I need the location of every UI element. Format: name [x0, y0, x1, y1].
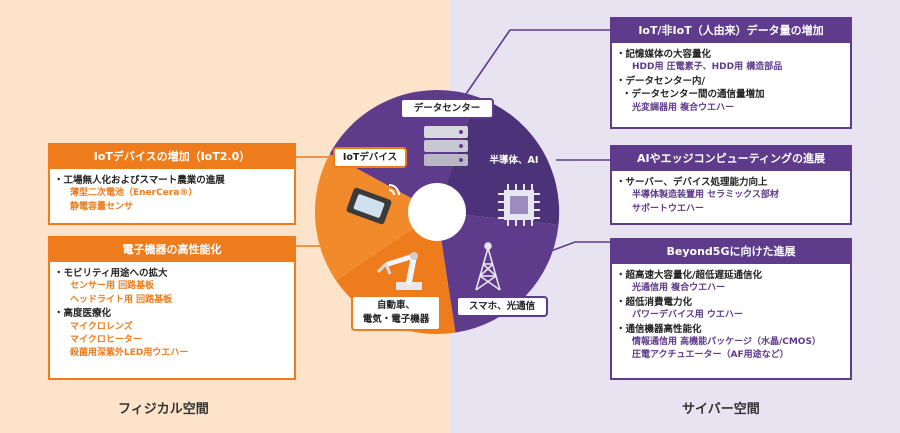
- panel-iot-data: IoT/非IoT（人由来）データ量の増加 記憶媒体の大容量化 HDD用 圧電素子…: [610, 17, 852, 129]
- panel-electronics-item: 高度医療化: [64, 307, 286, 320]
- panel-ai-edge-sub: 半導体製造装置用 セラミックス部材: [632, 190, 779, 201]
- panel-electronics-item: モビリティ用途への拡大: [64, 267, 286, 280]
- panel-ai-edge-sub: サポートウエハー: [632, 203, 705, 214]
- server-icon: [424, 126, 468, 166]
- panel-iot-growth-title: IoTデバイスの増加（IoT2.0）: [50, 145, 294, 169]
- panel-beyond5g-title: Beyond5Gに向けた進展: [612, 240, 850, 264]
- panel-iot-growth: IoTデバイスの増加（IoT2.0） 工場無人化およびスマート農業の進展 薄型二…: [48, 143, 296, 225]
- panel-beyond5g: Beyond5Gに向けた進展 超高速大容量化/超低遅延通信化 光通信用 複合ウエ…: [610, 238, 852, 380]
- panel-iot-data-title: IoT/非IoT（人由来）データ量の増加: [612, 19, 850, 43]
- panel-electronics-sub: マイクロレンズ: [70, 321, 133, 332]
- tag-smartphone: スマホ、光通信: [456, 296, 548, 317]
- robot-arm-icon: [376, 252, 422, 290]
- panel-iot-data-sub: HDD用 圧電素子、HDD用 構造部品: [632, 62, 783, 73]
- panel-electronics-sub: ヘッドライト用 回路基板: [70, 294, 173, 305]
- tag-iot-devices: IoTデバイス: [333, 147, 407, 168]
- panel-iot-data-item: 記憶媒体の大容量化: [626, 48, 842, 61]
- panel-beyond5g-item: 通信機器高性能化: [626, 323, 842, 336]
- connector-datacenter: [454, 29, 610, 111]
- panel-electronics: 電子機器の高性能化 モビリティ用途への拡大 センサー用 回路基板 ヘッドライト用…: [48, 236, 296, 380]
- panel-electronics-title: 電子機器の高性能化: [50, 238, 294, 262]
- panel-iot-data-item: データセンター内/: [626, 75, 842, 88]
- physical-space-label: フィジカル空間: [118, 402, 209, 417]
- hub-center: [408, 183, 466, 241]
- panel-iot-data-sub: 光変調器用 複合ウエハー: [632, 102, 735, 113]
- panel-electronics-sub: センサー用 回路基板: [70, 281, 155, 292]
- tag-automotive: 自動車、 電気・電子機器: [351, 295, 441, 331]
- panel-ai-edge-title: AIやエッジコンピューティングの進展: [612, 147, 850, 171]
- panel-iot-growth-sub: 薄型二次電池（EnerCera®）: [70, 188, 198, 199]
- panel-beyond5g-sub: 圧電アクチュエーター（AF用途など）: [632, 350, 789, 361]
- panel-iot-growth-item: 工場無人化およびスマート農業の進展: [64, 174, 286, 187]
- tag-data-center: データセンター: [400, 98, 494, 119]
- panel-ai-edge: AIやエッジコンピューティングの進展 サーバー、デバイス処理能力向上 半導体製造…: [610, 145, 852, 225]
- panel-iot-data-item-cont: データセンター間の通信量増加: [626, 88, 842, 101]
- sensor-device-icon: [346, 184, 400, 225]
- panel-beyond5g-item: 超高速大容量化/超低遅延通信化: [626, 269, 842, 282]
- panel-electronics-sub: 殺菌用深紫外LED用ウエハー: [70, 348, 189, 359]
- panel-beyond5g-sub: 情報通信用 高機能パッケージ（水晶/CMOS）: [632, 337, 821, 348]
- panel-electronics-sub: マイクロヒーター: [70, 335, 142, 346]
- panel-beyond5g-sub: 光通信用 複合ウエハー: [632, 283, 726, 294]
- tower-icon: [475, 242, 501, 291]
- panel-beyond5g-item: 超低消費電力化: [626, 296, 842, 309]
- cyber-space-label: サイバー空間: [682, 402, 760, 417]
- panel-ai-edge-item: サーバー、デバイス処理能力向上: [626, 176, 842, 189]
- panel-iot-growth-sub: 静電容量センサ: [70, 201, 134, 212]
- chip-icon: [498, 184, 540, 226]
- panel-beyond5g-sub: パワーデバイス用 ウエハー: [632, 310, 743, 321]
- tag-semiconductor-ai: 半導体、AI: [489, 155, 539, 166]
